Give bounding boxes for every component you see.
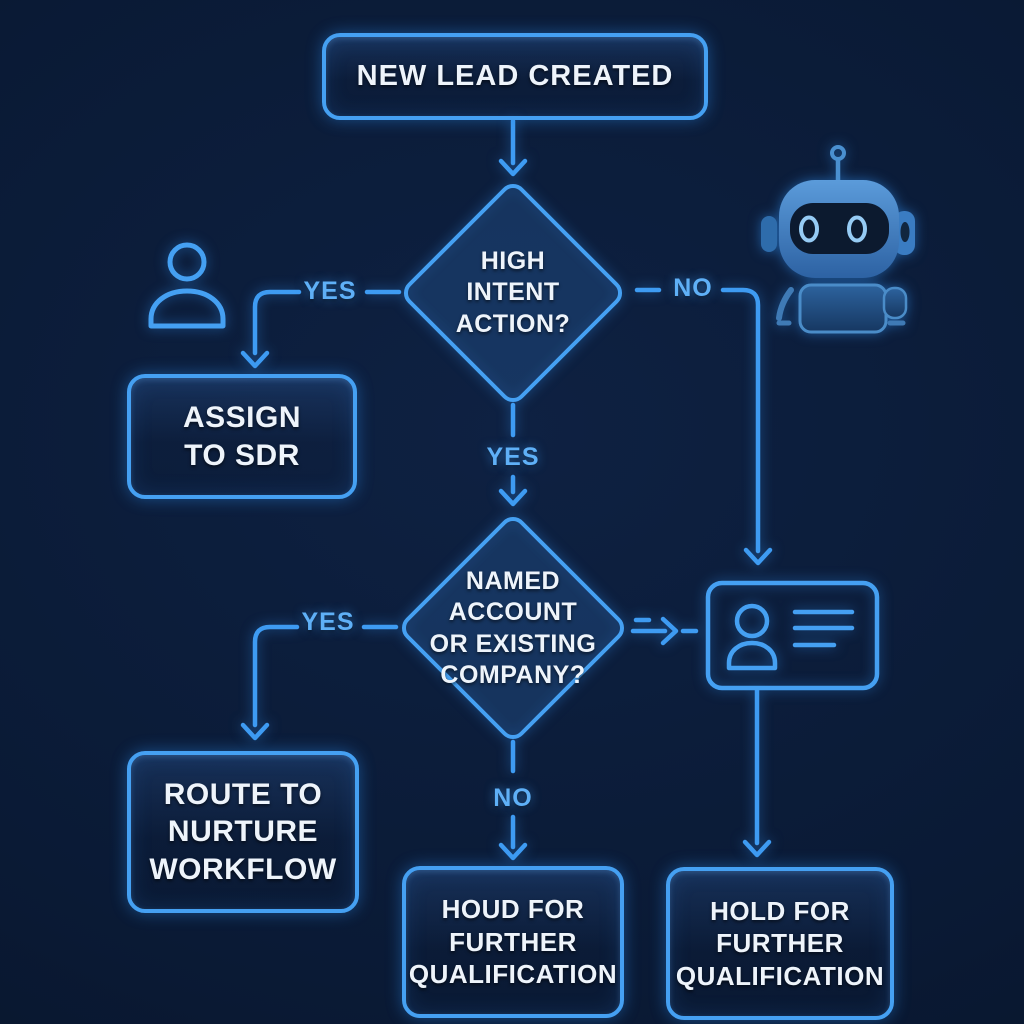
edge-label-high-intent-yes: YES bbox=[303, 276, 357, 305]
contact-card-icon bbox=[705, 580, 880, 691]
edge-named-to-card-dashed bbox=[630, 616, 699, 646]
edge-high-intent-no bbox=[634, 287, 773, 566]
edge-named-yes bbox=[240, 624, 399, 741]
edge-label-named-yes: YES bbox=[301, 607, 355, 636]
robot-icon bbox=[761, 145, 915, 334]
decision-named-account-label: NAMED ACCOUNT OR EXISTING COMPANY? bbox=[429, 566, 597, 690]
edge-label-high-intent-to-named: YES bbox=[486, 442, 540, 471]
edge-start-to-high-intent bbox=[498, 118, 528, 177]
node-label: HOLD FOR FURTHER QUALIFICATION bbox=[675, 895, 885, 991]
edge-high-intent-yes bbox=[240, 289, 402, 369]
node-assign-to-sdr: ASSIGN TO SDR bbox=[127, 374, 357, 499]
node-hold-center: HOUD FOR FURTHER QUALIFICATION bbox=[402, 866, 624, 1018]
decision-high-intent-label: HIGH INTENT ACTION? bbox=[455, 246, 571, 338]
node-hold-right: HOLD FOR FURTHER QUALIFICATION bbox=[666, 867, 894, 1020]
edge-label-high-intent-no: NO bbox=[673, 273, 713, 302]
edge-label-named-no: NO bbox=[493, 783, 533, 812]
node-label: NEW LEAD CREATED bbox=[356, 60, 674, 93]
edge-card-to-hold-right bbox=[742, 687, 772, 858]
node-label: ASSIGN TO SDR bbox=[182, 401, 302, 472]
node-label: HOUD FOR FURTHER QUALIFICATION bbox=[408, 894, 618, 990]
person-icon bbox=[148, 242, 226, 329]
node-label: ROUTE TO NURTURE WORKFLOW bbox=[149, 777, 337, 886]
node-new-lead-created: NEW LEAD CREATED bbox=[322, 33, 708, 120]
node-route-to-nurture-workflow: ROUTE TO NURTURE WORKFLOW bbox=[127, 751, 359, 913]
decision-named-account-diamond bbox=[401, 516, 625, 740]
edge-high-intent-to-named bbox=[498, 402, 528, 507]
edge-named-no bbox=[498, 739, 528, 861]
decision-high-intent-diamond bbox=[403, 183, 623, 403]
